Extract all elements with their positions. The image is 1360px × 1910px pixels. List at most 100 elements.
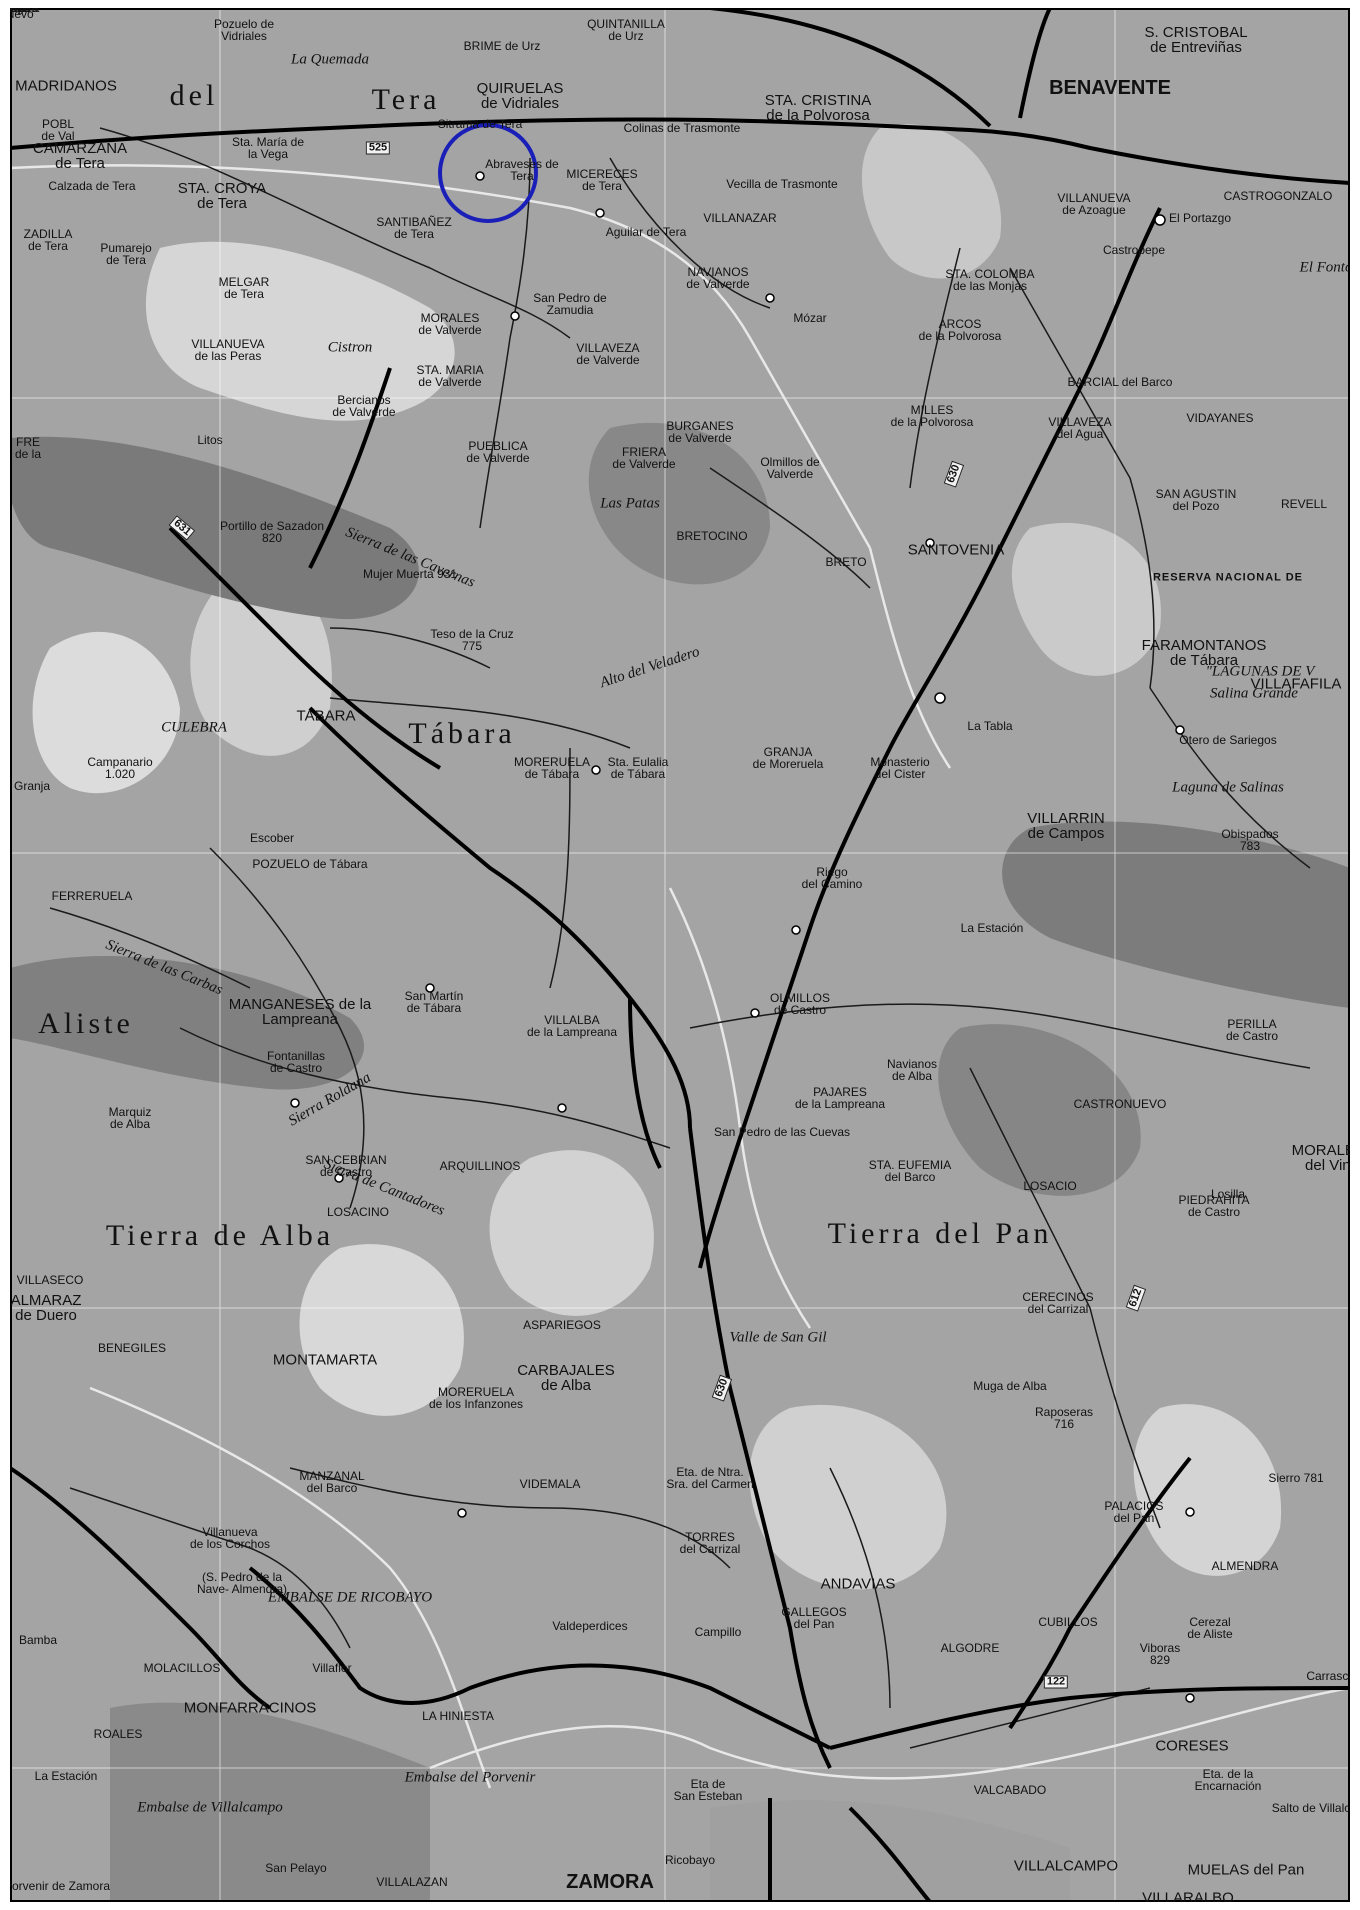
- town-label: VILLANAZAR: [703, 211, 777, 225]
- secondary-roads: [49, 127, 1311, 1749]
- town-label: VALCABADO: [973, 1783, 1047, 1797]
- town-label: Carrascal: [1306, 1669, 1350, 1683]
- town-label: Ricobayo: [664, 1853, 716, 1867]
- town-label: San Pedro de las Cuevas: [713, 1125, 851, 1139]
- highway-shield: 630: [711, 1374, 733, 1402]
- town-label: La Estación: [960, 921, 1024, 935]
- town-label: Losilla: [1210, 1187, 1246, 1201]
- feature-label: "LAGUNAS DE V: [1205, 663, 1315, 680]
- town-label: Vecilla de Trasmonte: [726, 177, 838, 191]
- feature-label: Embalse del Porvenir: [404, 1769, 536, 1786]
- town-label: VILLARALBO: [1142, 1889, 1234, 1903]
- highway-shield: 612: [1125, 1284, 1147, 1312]
- town-label: ias de Tera: [10, 8, 40, 15]
- town-label: VILLALCAMPO: [1013, 1857, 1119, 1875]
- town-label: BRETOCINO: [676, 529, 748, 543]
- feature-label: Sierra Roldana: [285, 1069, 374, 1130]
- feature-label: Sierra de las Carbas: [103, 936, 225, 999]
- town-label: La Tabla: [967, 719, 1013, 733]
- town-label: REVELL: [1280, 497, 1328, 511]
- town-label: ROALES: [93, 1727, 143, 1741]
- town-label: ZAMORA: [566, 1871, 654, 1893]
- town-label: FERRERUELA: [51, 889, 133, 903]
- feature-label: Embalse de Villalcampo: [137, 1799, 283, 1816]
- town-label: BENEGILES: [97, 1341, 167, 1355]
- feature-label: Laguna de Salinas: [1172, 779, 1284, 796]
- town-label: LA HINIESTA: [422, 1709, 494, 1723]
- town-label: MORALEJAdel Vino: [1291, 1142, 1350, 1174]
- town-label: llo de Alba: [10, 8, 38, 15]
- town-label: ARQUILLINOS: [439, 1159, 521, 1173]
- town-label: Sayago: [10, 8, 31, 15]
- town-label: CORESES: [1155, 1737, 1229, 1755]
- town-label: CASTRONUEVO: [1073, 1097, 1167, 1111]
- town-label: Villaflor: [312, 1661, 352, 1675]
- town-label: Escober: [249, 831, 295, 845]
- feature-label: Salina Grande: [1210, 685, 1298, 702]
- region-label: Tábara: [408, 717, 516, 750]
- feature-label: Valle de San Gil: [729, 1329, 827, 1346]
- town-label: ALMENDRA: [1211, 1559, 1279, 1573]
- town-label: MADRIDANOS: [15, 77, 117, 95]
- town-label: Bamba: [18, 1633, 58, 1647]
- town-label: La Estación: [34, 1769, 98, 1783]
- town-label: POZUELO de Tábara: [252, 857, 368, 871]
- town-label: LOSACINO: [326, 1205, 390, 1219]
- town-label: CUBILLOS: [1038, 1615, 1098, 1629]
- town-label: TABARA: [296, 707, 356, 725]
- town-label: Mózar: [793, 311, 827, 325]
- town-label: BENAVENTE: [1049, 77, 1171, 99]
- highway-shield: 631: [168, 515, 196, 541]
- town-label: Salto de Villalcampo: [1271, 1801, 1350, 1815]
- rivers: [10, 164, 1350, 1789]
- feature-label: Alto del Veladero: [598, 643, 702, 692]
- town-label: BARCIAL del Barco: [1067, 375, 1173, 389]
- town-label: MUELAS del Pan: [1187, 1861, 1305, 1879]
- town-label: Otero de Sariegos: [1179, 733, 1277, 747]
- highway-shield: 630: [943, 460, 965, 488]
- town-label: VIDEMALA: [519, 1477, 581, 1491]
- feature-label: El Fonto: [1299, 259, 1350, 276]
- town-label: San Pelayo: [265, 1861, 327, 1875]
- town-label: SANTOVENIA: [907, 541, 1005, 559]
- town-label: CASTROGONZALO: [1223, 189, 1333, 203]
- feature-label: Las Patas: [600, 495, 660, 512]
- town-label: MOLACILLOS: [143, 1661, 221, 1675]
